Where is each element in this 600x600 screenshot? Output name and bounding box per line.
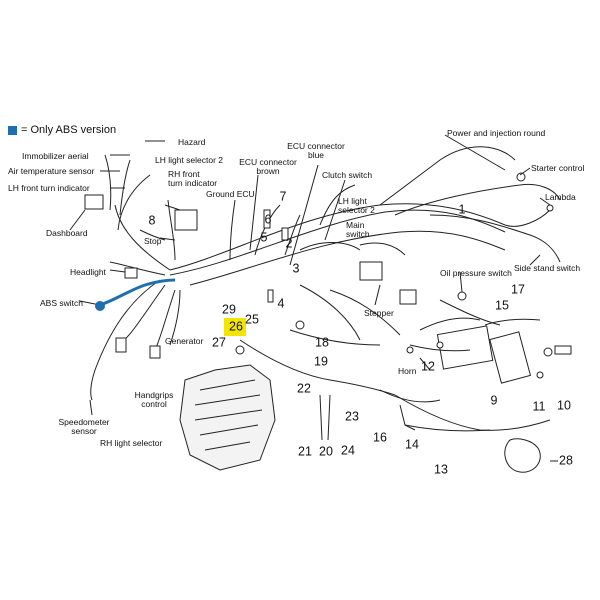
part-number: 1 — [458, 202, 466, 217]
label-main-2: switch — [346, 229, 370, 239]
part-number: 17 — [511, 282, 525, 297]
label-rh-front-1: RH front — [168, 169, 200, 179]
part-number: 18 — [315, 335, 329, 350]
label-dashboard: Dashboard — [46, 228, 88, 238]
label-hazard: Hazard — [178, 137, 206, 147]
part-number: 2 — [285, 236, 293, 251]
part-number: 6 — [264, 212, 272, 227]
label-speedo-1: Speedometer — [58, 417, 110, 427]
abs-wire — [99, 278, 176, 307]
highlight-box — [224, 318, 246, 336]
part-number: 7 — [279, 189, 287, 204]
part-number: 20 — [319, 444, 333, 459]
label-starter-control: Starter control — [531, 163, 585, 173]
label-oil-pressure: Oil pressure switch — [440, 268, 512, 278]
label-stepper: Stepper — [364, 308, 394, 318]
part-number: 24 — [341, 443, 355, 458]
part-number: 25 — [245, 312, 259, 327]
label-clutch-switch: Clutch switch — [322, 170, 373, 180]
part-number: 21 — [298, 444, 312, 459]
label-handgrips-1: Handgrips — [134, 390, 174, 400]
label-immobilizer-aerial: Immobilizer aerial — [22, 151, 89, 161]
label-lambda: Lambda — [545, 192, 576, 202]
part-number: 16 — [373, 430, 387, 445]
label-handgrips-2: control — [141, 399, 167, 409]
label-headlight: Headlight — [70, 267, 106, 277]
part-number: 10 — [557, 398, 571, 413]
part-number: 14 — [405, 437, 419, 452]
part-number: 19 — [314, 354, 328, 369]
label-ground-ecu: Ground ECU — [206, 189, 255, 199]
legend-text: = Only ABS version — [21, 124, 117, 136]
label-rh-light-selector: RH light selector — [100, 438, 163, 448]
label-ecu-blue-1: ECU connector — [287, 141, 345, 151]
part-number: 9 — [490, 393, 498, 408]
label-power-injection: Power and injection round — [447, 128, 546, 138]
part-number: 12 — [421, 359, 435, 374]
part-number: 28 — [559, 453, 573, 468]
part-number-highlighted: 26 — [229, 319, 243, 334]
part-number: 29 — [222, 302, 236, 317]
legend: = Only ABS version — [8, 124, 116, 136]
label-lh-light-2: selector 2 — [338, 205, 375, 215]
label-side-stand: Side stand switch — [514, 263, 581, 273]
part-number: 15 — [495, 298, 509, 313]
part-number: 3 — [292, 261, 300, 276]
part-number: 8 — [148, 213, 156, 228]
part-number: 13 — [434, 462, 448, 477]
part-number: 27 — [212, 335, 226, 350]
label-speedo-2: sensor — [71, 426, 97, 436]
part-number: 23 — [345, 409, 359, 424]
part-number: 4 — [277, 296, 285, 311]
label-horn: Horn — [398, 366, 417, 376]
label-lh-front-turn: LH front turn indicator — [8, 183, 90, 193]
label-ecu-brown-1: ECU connector — [239, 157, 297, 167]
label-stop: Stop — [144, 236, 162, 246]
label-main-1: Main — [346, 220, 365, 230]
label-rh-front-2: turn indicator — [168, 178, 218, 188]
main-harness — [169, 203, 506, 271]
label-ecu-brown-2: brown — [256, 166, 280, 176]
label-lh-light-1: LH light — [338, 196, 367, 206]
label-abs-switch: ABS switch — [40, 298, 83, 308]
part-number: 22 — [297, 381, 311, 396]
abs-color-swatch — [8, 125, 17, 135]
label-generator: Generator — [165, 336, 204, 346]
label-air-temp-sensor: Air temperature sensor — [8, 166, 95, 176]
label-ecu-blue-2: blue — [307, 150, 325, 160]
label-lh-light-selector-2: LH light selector 2 — [155, 155, 224, 165]
part-number: 5 — [260, 230, 268, 245]
part-number: 11 — [532, 399, 546, 414]
